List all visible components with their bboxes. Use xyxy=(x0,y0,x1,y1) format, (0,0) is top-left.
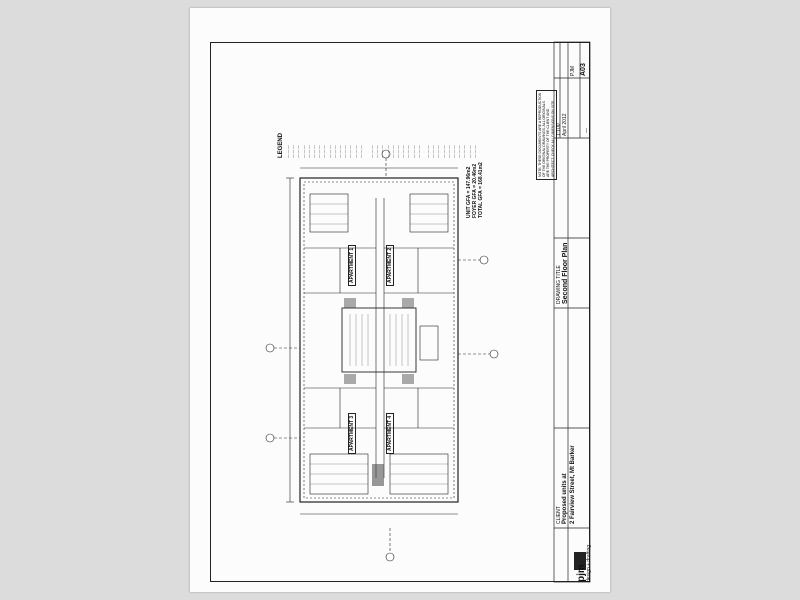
drawing-border xyxy=(210,42,590,582)
title-block-date: April 2012 xyxy=(562,113,568,136)
floor-plan xyxy=(265,41,591,583)
project-line-1: Proposed units at xyxy=(562,473,568,524)
grid-marker xyxy=(385,552,395,562)
legend-list-b: — — —— — —— — — — — —— — —— — — — — —— —… xyxy=(370,145,421,158)
title-block-revision: — xyxy=(584,128,590,133)
apartment-label: APARTMENT 1 xyxy=(348,244,356,286)
stair-core xyxy=(341,307,417,373)
grid-marker xyxy=(265,343,275,353)
apartment-label: APARTMENT 4 xyxy=(386,412,394,454)
title-block-drawing-no: A03 xyxy=(580,63,587,76)
grid-marker xyxy=(381,149,391,159)
project-line-2: 2 Fairview Street, Mt Barker xyxy=(570,445,576,524)
grid-marker xyxy=(479,255,489,265)
title-block-drawn: PJM xyxy=(570,66,576,76)
area-summary: UNIT GFA = 147.96m2 FOYER GFA = 20.46m2 … xyxy=(466,162,484,218)
logo-mark-icon xyxy=(574,552,586,570)
legend-list-c: — — —— — —— — — — — —— — —— — — — — —— —… xyxy=(426,145,477,158)
drawing-title: Second Floor Plan xyxy=(562,242,569,304)
drawing-notes: NOTE: THESE DOCUMENTS ARE A REPRODUCTION… xyxy=(536,89,557,180)
grid-marker xyxy=(265,433,275,443)
building-outline xyxy=(299,177,459,503)
balcony-top-right xyxy=(409,193,449,233)
apartment-label: APARTMENT 3 xyxy=(348,412,356,454)
legend-list-a: — — —— — —— — — — — —— — —— — — — — —— —… xyxy=(286,145,363,158)
grid-marker xyxy=(489,349,499,359)
title-block xyxy=(553,41,591,583)
legend-title: LEGEND xyxy=(278,132,284,158)
firm-subtitle: design + drafting xyxy=(586,544,592,582)
balcony-top-left xyxy=(309,193,349,233)
drawing-sheet: LEGEND — — —— — —— — — — — —— — —— — — —… xyxy=(190,8,610,592)
apartment-label: APARTMENT 2 xyxy=(386,244,394,286)
